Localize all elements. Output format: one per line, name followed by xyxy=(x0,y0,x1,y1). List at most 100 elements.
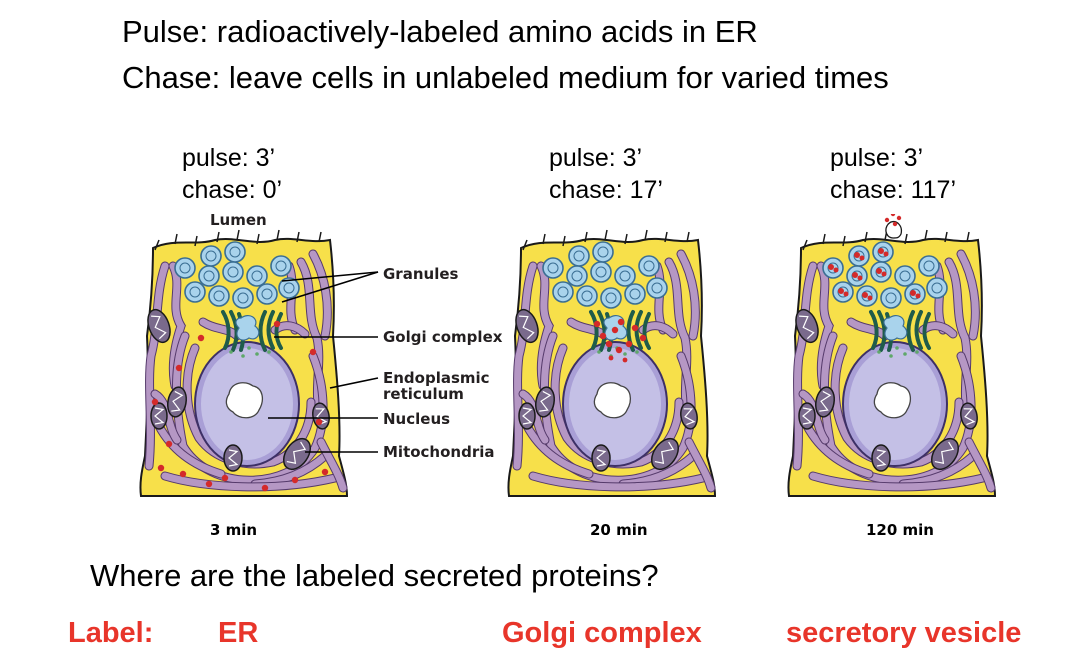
er-label-line-2: reticulum xyxy=(383,385,464,403)
label-dot-granule xyxy=(852,272,858,278)
golgi-cisterna xyxy=(642,312,651,350)
microvilli xyxy=(154,229,322,251)
label-dot-er xyxy=(157,464,165,472)
label-dot-granule xyxy=(859,255,865,261)
label-dot-golgi xyxy=(639,334,647,342)
granule-core xyxy=(275,260,287,272)
transport-vesicle xyxy=(889,354,893,358)
granule-core xyxy=(875,266,887,278)
label-dot-granule xyxy=(833,267,839,273)
immature-granule xyxy=(235,314,260,341)
nucleus-label: Nucleus xyxy=(383,410,451,428)
mitochondrion-cristae xyxy=(154,407,165,425)
er-tubule xyxy=(957,250,979,340)
granule-core xyxy=(629,288,641,300)
immature-granule xyxy=(883,314,908,341)
granule-core xyxy=(261,288,273,300)
secretory-granule xyxy=(646,277,668,299)
answer-er: ER xyxy=(218,617,259,649)
golgi-label: Golgi complex xyxy=(383,328,503,346)
cell-1-time: 3 min xyxy=(210,521,258,539)
secretory-granule xyxy=(926,277,948,299)
secretory-granule xyxy=(542,257,564,279)
label-dot-secreted xyxy=(896,215,902,221)
granule-core xyxy=(547,262,559,274)
title-line-1: Pulse: radioactively-labeled amino acids… xyxy=(122,14,758,49)
secretory-granule xyxy=(600,287,622,309)
er-tubule xyxy=(665,258,695,426)
mitochondrion xyxy=(150,402,168,430)
golgi-cisterna xyxy=(877,310,887,352)
golgi-cisterna xyxy=(266,310,275,350)
microvilli xyxy=(802,229,970,251)
cell-diagram-2 xyxy=(507,229,717,497)
secretory-granule xyxy=(278,277,300,299)
mitochondrion xyxy=(223,444,243,472)
golgi-cisterna xyxy=(626,310,635,352)
granule-core xyxy=(581,290,593,302)
granule-core xyxy=(885,292,897,304)
granule-core xyxy=(203,270,215,282)
label-dot-er xyxy=(175,364,183,372)
label-dot-granule xyxy=(838,288,844,294)
granule-core xyxy=(573,250,585,262)
mitochondrion-cristae xyxy=(539,390,552,412)
granule-core xyxy=(861,290,873,302)
granule-core xyxy=(605,292,617,304)
answer-golgi: Golgi complex xyxy=(502,617,702,649)
secretory-granule xyxy=(894,265,916,287)
secretory-granule xyxy=(918,255,940,277)
transport-vesicle xyxy=(903,352,907,356)
secretory-granule xyxy=(232,287,254,309)
mitochondrion-cristae xyxy=(171,390,184,412)
lumen-label: Lumen xyxy=(210,211,267,229)
golgi-cisterna xyxy=(258,310,267,352)
mitochondrion xyxy=(871,444,891,472)
label-dot-granule xyxy=(862,292,868,298)
cell-2-pulse: pulse: 3’ xyxy=(549,144,643,172)
secretory-granule xyxy=(880,287,902,309)
granule-core xyxy=(931,282,943,294)
mitochondrion-cristae xyxy=(799,315,815,340)
mitochondrion-cristae xyxy=(151,315,167,340)
label-dot-er xyxy=(309,348,317,356)
secretory-granule xyxy=(256,283,278,305)
granule-core xyxy=(643,260,655,272)
mitochondrion-cristae xyxy=(286,441,307,465)
label-dot-golgi xyxy=(599,332,607,340)
secretory-granule xyxy=(184,281,206,303)
er-tubule xyxy=(945,258,975,426)
label-dot-granule xyxy=(883,251,889,257)
granule-core xyxy=(213,290,225,302)
granule-core xyxy=(597,246,609,258)
golgi-cisterna xyxy=(589,310,599,350)
secretory-granule xyxy=(224,241,246,263)
mitochondria-label: Mitochondria xyxy=(383,443,495,461)
secretory-granule xyxy=(576,285,598,307)
cell-1-chase: chase: 0’ xyxy=(182,176,283,204)
label-dot-golgi xyxy=(605,340,613,348)
secretory-granule xyxy=(246,265,268,287)
er-tubule xyxy=(793,262,817,470)
mitochondrion-cristae xyxy=(596,449,607,467)
golgi-cisterna xyxy=(869,310,879,350)
secretory-granule xyxy=(614,265,636,287)
granule-core xyxy=(189,286,201,298)
golgi-cisterna xyxy=(229,310,239,352)
secretory-granule xyxy=(270,255,292,277)
label-dot-granule xyxy=(843,291,849,297)
cell-diagram-1 xyxy=(139,229,349,497)
transport-vesicle xyxy=(915,350,919,354)
er-tubule xyxy=(145,262,169,470)
label-dot-vesicle xyxy=(608,355,614,361)
label-dot-secreted xyxy=(890,214,896,217)
mitochondrion-cristae xyxy=(876,449,887,467)
golgi-cisterna xyxy=(922,312,931,350)
mitochondrion-cristae xyxy=(654,441,675,465)
cell-3-time: 120 min xyxy=(866,521,934,539)
mitochondrion-cristae xyxy=(963,408,976,426)
er-tubule xyxy=(803,422,873,478)
label-dot-er xyxy=(151,398,159,406)
mitochondrion-cristae xyxy=(315,408,328,426)
label-dot-er xyxy=(205,480,213,488)
